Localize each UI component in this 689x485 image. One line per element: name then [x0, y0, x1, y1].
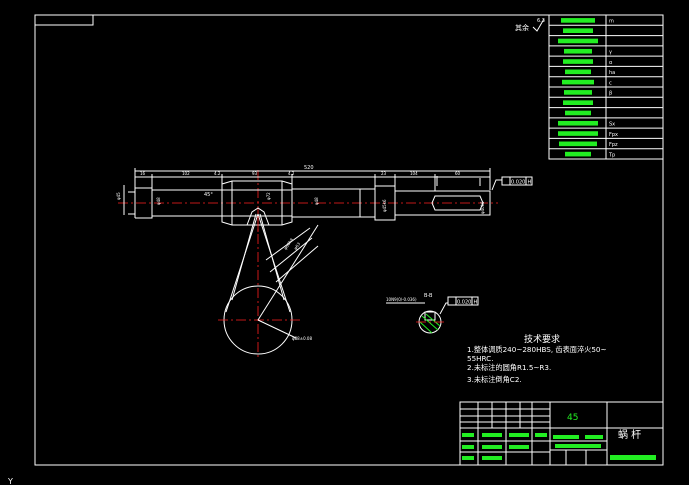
angle-label: 45°: [204, 192, 213, 198]
tech-req-title: 技术要求: [524, 333, 560, 345]
param-row-value-bar: [565, 69, 591, 75]
worm-shaft-view: [118, 170, 498, 232]
tech-requirements: 技术要求 1.整体调质240~280HBS, 齿表面淬火50~ 55HRC. 2…: [467, 333, 607, 384]
param-row-value-bar: [564, 48, 592, 54]
svg-text:104: 104: [410, 171, 418, 176]
tolerance-value-main: 0.020: [511, 180, 525, 186]
param-row-symbol: ha: [609, 70, 615, 76]
param-row-value-bar: [565, 110, 591, 116]
svg-text:H: H: [528, 180, 532, 186]
param-row-symbol: β: [609, 91, 612, 97]
param-row-value-bar: [561, 18, 595, 23]
svg-text:16: 16: [140, 171, 146, 176]
ucs-marker: Y: [7, 477, 13, 485]
svg-text:φ48: φ48: [314, 197, 319, 205]
param-row-value-bar: [559, 141, 597, 147]
svg-text:φ88±0.08: φ88±0.08: [292, 336, 312, 341]
tooth-detail-view: φ80h8 φ63 φ88±0.08: [218, 213, 319, 358]
param-row-symbol: Tp: [608, 152, 615, 158]
overall-length-dim: 520: [304, 165, 314, 171]
svg-text:102: 102: [182, 171, 190, 176]
keyway-dim: 10N9(0/-0.036): [386, 297, 417, 302]
section-bb: B-B 10N9(0/-0.036) 0.020 H: [386, 293, 479, 334]
param-row-value-bar: [564, 90, 592, 95]
param-row-value-bar: [562, 79, 594, 85]
roughness-note: 其余 6.3: [515, 18, 545, 32]
outer-frame: [34, 14, 664, 466]
svg-text:φ80h8: φ80h8: [283, 237, 295, 251]
param-row-symbol: Fpx: [609, 132, 618, 138]
param-row-symbol: γ: [609, 50, 612, 56]
param-row-value-bar: [558, 120, 598, 126]
param-row-value-bar: [563, 28, 593, 33]
param-row-value-bar: [558, 38, 598, 44]
roughness-label: 其余: [515, 23, 529, 32]
svg-text:φ72: φ72: [266, 192, 271, 200]
param-row-value-bar: [558, 131, 598, 136]
section-label: B-B: [424, 293, 433, 299]
param-row-value-bar: [563, 100, 593, 105]
tech-req-line-1: 1.整体调质240~280HBS, 齿表面淬火50~: [467, 345, 607, 354]
svg-text:4.2: 4.2: [214, 171, 221, 176]
svg-text:4.2: 4.2: [288, 171, 295, 176]
svg-text:23: 23: [381, 171, 387, 176]
param-row-symbol: c: [609, 80, 612, 86]
tech-req-line-4: 3.未标注倒角C2.: [467, 375, 522, 384]
tech-req-line-2: 55HRC.: [467, 354, 494, 363]
tech-req-line-3: 2.未标注的圆角R1.5~R3.: [467, 363, 551, 372]
dimension-chain: 520 16 102 4.2 93 4.2 23 104 60 φ45 φ48 …: [116, 165, 491, 215]
section-tolerance-value: 0.020: [457, 300, 471, 306]
param-row-symbol: m: [609, 19, 614, 25]
svg-text:H: H: [474, 300, 478, 306]
svg-text:φ45k6: φ45k6: [382, 199, 387, 212]
param-row-symbol: Fpz: [609, 142, 618, 148]
param-row-symbol: α: [609, 60, 613, 66]
svg-text:93: 93: [252, 171, 258, 176]
svg-text:60: 60: [455, 171, 461, 176]
part-name: 蜗 杆: [618, 429, 641, 441]
param-row-value-bar: [563, 59, 593, 64]
param-row-symbol: Sx: [609, 122, 615, 128]
top-left-tag-box: [34, 14, 94, 26]
param-row-value-bar: [565, 151, 591, 157]
svg-text:φ48: φ48: [156, 197, 161, 205]
svg-text:φ40k6: φ40k6: [480, 201, 485, 214]
material-label: 45: [567, 413, 578, 423]
svg-text:φ45: φ45: [116, 192, 121, 200]
title-block: 45 蜗 杆: [459, 401, 664, 466]
roughness-value: 6.3: [537, 18, 545, 24]
svg-text:φ63: φ63: [293, 241, 302, 251]
tolerance-frame-main: 0.020 H: [491, 176, 533, 191]
